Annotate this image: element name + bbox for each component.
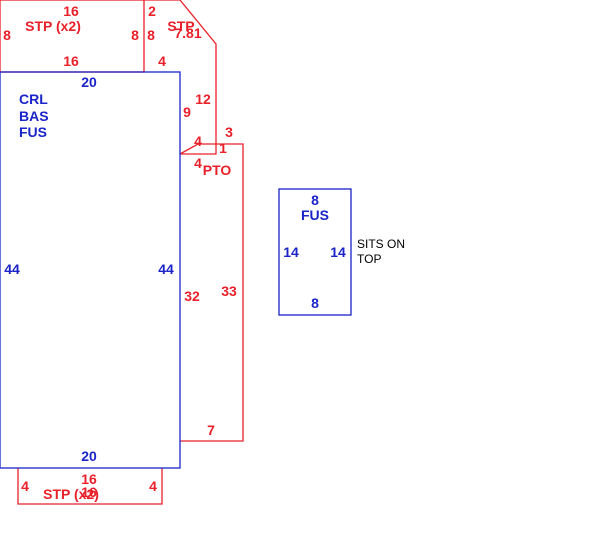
stp-bottom-left-dim: 4 xyxy=(21,478,29,494)
fus-right-dim: 14 xyxy=(330,244,346,260)
stp-top-right-panel xyxy=(144,0,217,155)
stp-top-right-lower-dim: 9 xyxy=(183,104,191,120)
crl-label-line1: CRL xyxy=(19,91,48,107)
pto-right-side-dim: 33 xyxy=(221,283,237,299)
fus-bottom-dim: 8 xyxy=(311,295,319,311)
stp-top-right-bottom-dim: 4 xyxy=(158,53,166,69)
stp-bottom-right-dim: 4 xyxy=(149,478,157,494)
stp-top-right-label: STP xyxy=(167,18,194,34)
stp-top-right-top-dim: 2 xyxy=(148,3,156,19)
fus-top-dim: 8 xyxy=(311,192,319,208)
crl-top-dim: 20 xyxy=(81,74,97,90)
stp-bottom-label: STP (x2) xyxy=(43,486,99,502)
pto-bottom-dim: 7 xyxy=(207,422,215,438)
crl-right-dim: 44 xyxy=(158,261,174,277)
stp-top-right-diag-dim: 7.81 xyxy=(174,25,201,41)
fus-label: FUS xyxy=(301,207,329,223)
stp-top-left-right-dim: 8 xyxy=(131,27,139,43)
stp-top-left-label: STP (x2) xyxy=(25,18,81,34)
stp-top-left-bottom-dim: 16 xyxy=(63,53,79,69)
stp-bottom-overlay-dim: 16 xyxy=(81,484,97,500)
pto-label: PTO xyxy=(203,162,232,178)
crl-label-line3: FUS xyxy=(19,124,47,140)
crl-left-dim: 44 xyxy=(4,261,20,277)
fus-note-line1: SITS ON xyxy=(357,237,405,251)
pto-left-dim-b: 4 xyxy=(194,155,202,171)
stp-bottom-top-dim: 16 xyxy=(81,471,97,487)
fus-panel xyxy=(278,188,352,316)
crl-bas-fus-panel xyxy=(0,71,181,469)
stp-top-right-left-dim: 8 xyxy=(147,27,155,43)
stp-top-left-top-dim: 16 xyxy=(63,3,79,19)
pto-panel xyxy=(179,143,244,442)
fus-left-dim: 14 xyxy=(283,244,299,260)
pto-top-dim-a: 3 xyxy=(225,124,233,140)
pto-top-dim-b: 1 xyxy=(219,140,227,156)
pto-left-side-dim: 32 xyxy=(184,288,200,304)
stp-bottom-panel xyxy=(17,468,163,505)
fus-note-line2: TOP xyxy=(357,252,381,266)
stp-top-right-right-dim: 12 xyxy=(195,91,211,107)
crl-label-line2: BAS xyxy=(19,108,49,124)
stp-top-left-left-dim: 8 xyxy=(3,27,11,43)
crl-bottom-dim: 20 xyxy=(81,448,97,464)
pto-left-dim-a: 4 xyxy=(194,133,202,149)
